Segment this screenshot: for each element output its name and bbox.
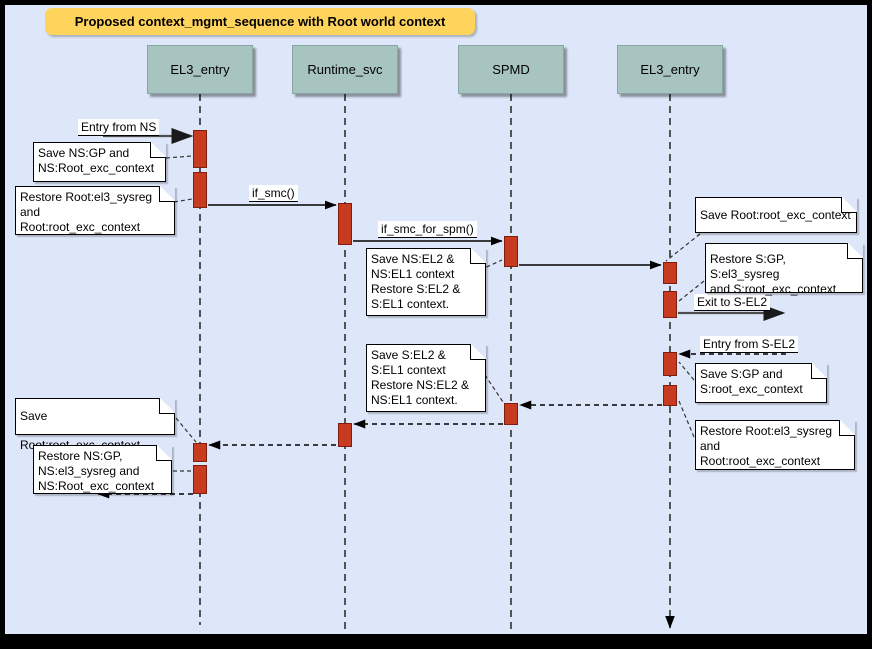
activation-el3r-1 [663,262,677,284]
note-text: Restore NS:GP, NS:el3_sysreg and NS:Root… [38,449,155,493]
activation-el3r-2 [663,291,677,318]
note-restore-root-left: Restore Root:el3_sysreg and Root:root_ex… [15,186,175,235]
message-label-entry-from-s-el2: Entry from S-EL2 [700,336,799,353]
activation-spmd-1 [504,236,518,267]
activation-el3l-4 [193,465,207,494]
note-fold-icon [160,186,175,201]
connector-note-restore-root-right2 [678,400,695,438]
diagram-title: Proposed context_mgmt_sequence with Root… [45,8,475,35]
activation-spmd-2 [504,403,518,425]
note-text: Restore S:GP, S:el3_sysreg and S:root_ex… [710,252,837,296]
note-text: Restore Root:el3_sysreg and Root:root_ex… [700,424,833,468]
note-fold-icon [471,344,486,359]
connector-note-save-root-right [665,233,701,262]
note-fold-icon [471,248,486,263]
note-text: Save S:GP and S:root_exc_context [700,367,803,396]
connector-note-restore-sgp [678,280,705,302]
actor-label: SPMD [492,62,530,77]
note-fold-icon [840,420,855,435]
connector-note-save-nsgp [165,155,193,159]
activation-el3l-1 [193,130,207,168]
connector-note-restore-root-left [173,198,193,203]
note-fold-icon [848,243,863,258]
actor-label: EL3_entry [640,62,700,77]
note-restore-ns-gp: Restore NS:GP, NS:el3_sysreg and NS:Root… [33,445,172,494]
note-text: Save NS:GP and NS:Root_exc_context [38,146,155,175]
note-text: Save S:EL2 & S:EL1 context Restore NS:EL… [371,348,470,407]
note-save-ns-el2: Save NS:EL2 & NS:EL1 context Restore S:E… [366,248,486,316]
note-save-s-el2: Save S:EL2 & S:EL1 context Restore NS:EL… [366,344,486,412]
connector-note-save-sgp [678,361,695,381]
connector-note-save-root-left2 [175,417,197,443]
message-label-entry-from-ns: Entry from NS [78,119,160,136]
message-label-if-smc-for-spm: if_smc_for_spm() [378,221,477,238]
note-save-s-gp: Save S:GP and S:root_exc_context [695,363,827,403]
note-save-root-left2: Save Root:root_exc_context [15,398,175,452]
actor-el3-entry-right: EL3_entry [617,45,723,94]
note-restore-root-right2: Restore Root:el3_sysreg and Root:root_ex… [695,420,855,470]
note-fold-icon [157,445,172,460]
activation-el3r-4 [663,385,677,406]
actor-label: Runtime_svc [307,62,383,77]
note-fold-icon [151,142,166,157]
note-fold-icon [160,398,175,413]
note-save-root-right: Save Root:root_exc_context [695,197,857,233]
activation-el3r-3 [663,352,677,376]
activation-runtime-2 [338,423,352,447]
actor-label: EL3_entry [170,62,230,77]
diagram-background [5,5,867,634]
note-restore-s-gp: Restore S:GP, S:el3_sysreg and S:root_ex… [705,243,863,296]
activation-el3l-2 [193,172,207,208]
note-text: Save NS:EL2 & NS:EL1 context Restore S:E… [371,252,461,311]
actor-runtime-svc: Runtime_svc [292,45,398,94]
activation-el3l-3 [193,443,207,462]
note-text: Save Root:root_exc_context [700,208,851,222]
message-label-exit-to-s-el2: Exit to S-EL2 [694,294,771,311]
activation-runtime-1 [338,203,352,245]
note-fold-icon [812,363,827,378]
note-fold-icon [842,197,857,212]
actor-el3-entry-left: EL3_entry [147,45,253,94]
actor-spmd: SPMD [458,45,564,94]
note-text: Restore Root:el3_sysreg and Root:root_ex… [20,190,153,234]
note-save-ns-gp: Save NS:GP and NS:Root_exc_context [33,142,166,182]
message-label-if-smc: if_smc() [249,185,298,202]
